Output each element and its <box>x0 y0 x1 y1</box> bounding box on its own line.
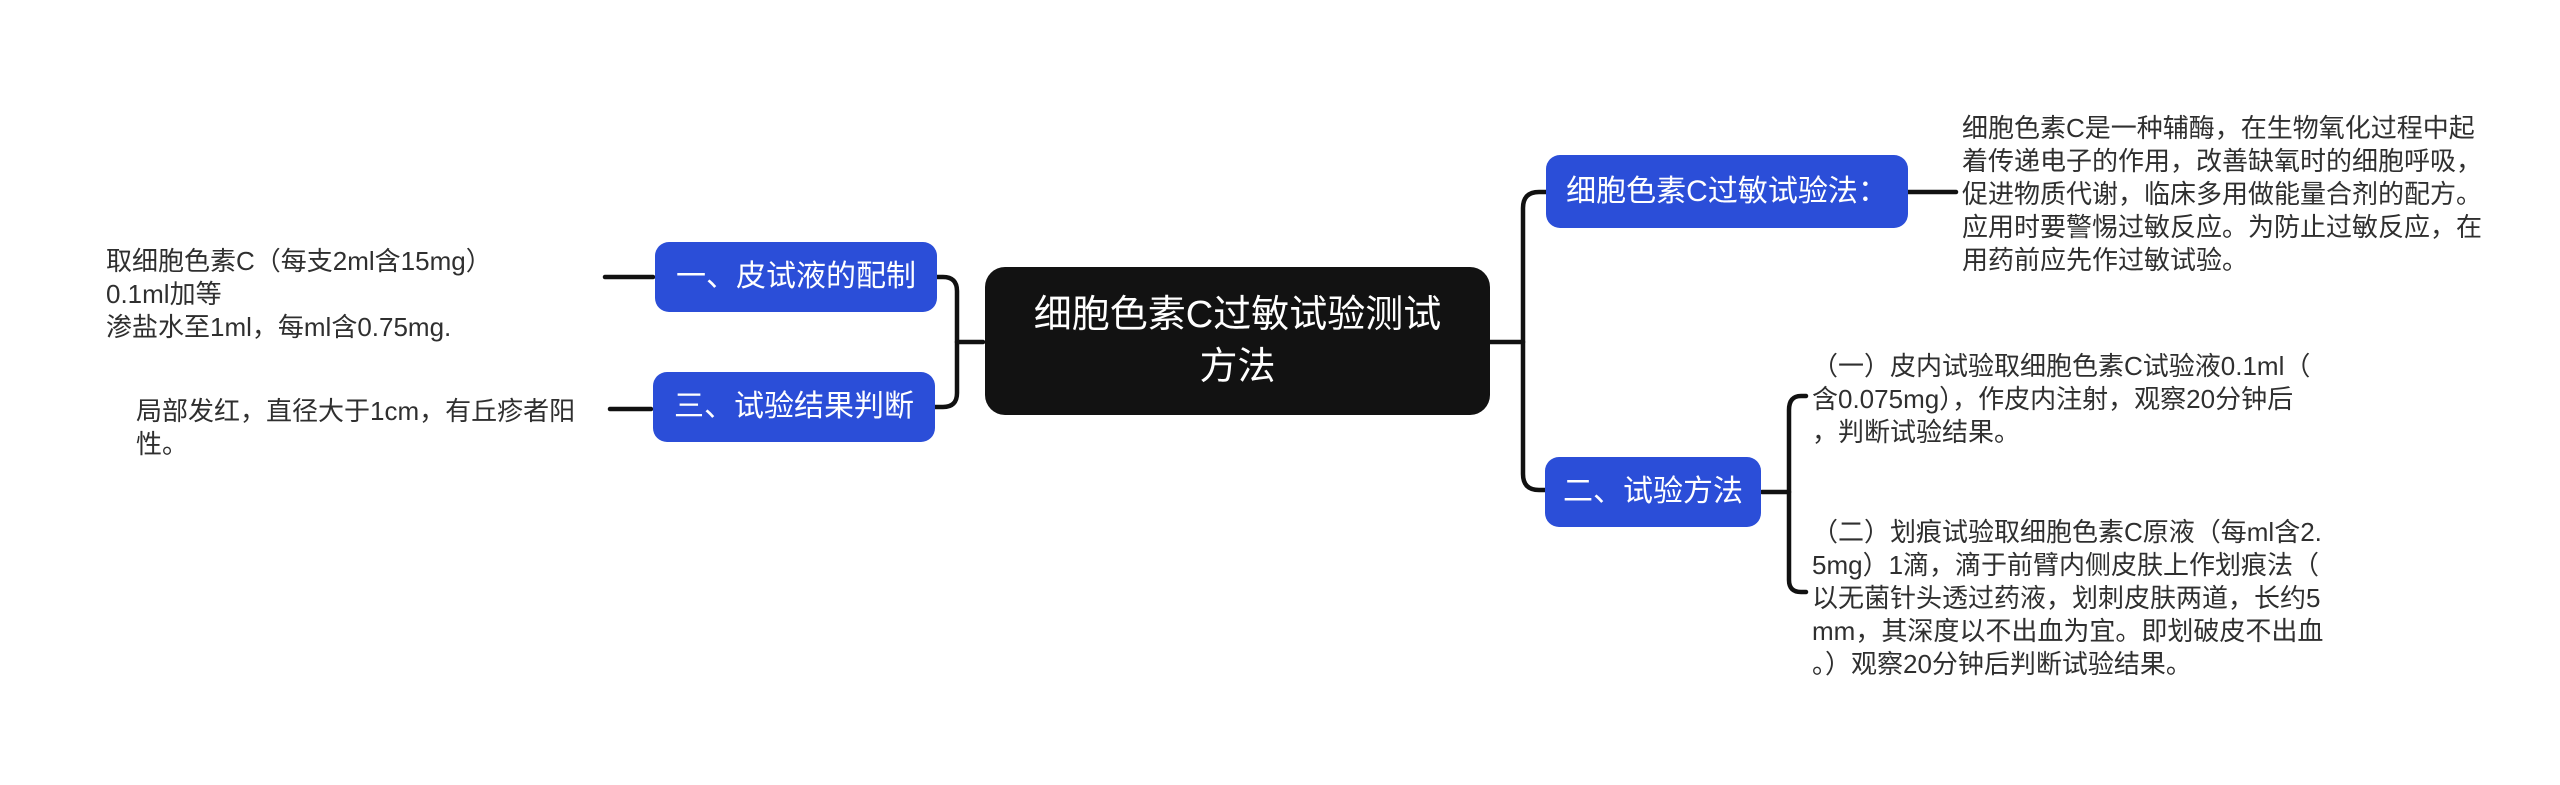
note-cytochrome-c-description[interactable]: 细胞色素C是一种辅酶，在生物氧化过程中起 着传递电子的作用，改善缺氧时的细胞呼吸… <box>1962 113 2483 275</box>
branch-node-skin-test-preparation[interactable]: 一、皮试液的配制 <box>655 242 937 312</box>
note-scratch-test[interactable]: （二）划痕试验取细胞色素C原液（每ml含2. 5mg）1滴，滴于前臂内侧皮肤上作… <box>1812 517 2324 679</box>
connector-methods-bracket <box>1786 393 1809 595</box>
branch-node-allergy-test-intro[interactable]: 细胞色素C过敏试验法： <box>1546 155 1908 228</box>
root-topic-title: 细胞色素C过敏试验测试方法 <box>1033 294 1442 388</box>
root-topic-node[interactable]: 细胞色素C过敏试验测试方法 <box>985 267 1490 415</box>
note-result-positive-criteria[interactable]: 局部发红，直径大于1cm，有丘疹者阳性。 <box>136 396 576 459</box>
note-skin-test-solution[interactable]: 取细胞色素C（每支2ml含15mg）0.1ml加等 渗盐水至1ml，每ml含0.… <box>106 246 492 342</box>
branch-node-result-judgment[interactable]: 三、试验结果判断 <box>653 372 935 442</box>
branch-node-test-methods[interactable]: 二、试验方法 <box>1545 457 1761 527</box>
connector-right-bracket <box>1520 189 1549 493</box>
note-intradermal-test[interactable]: （一）皮内试验取细胞色素C试验液0.1ml（ 含0.075mg），作皮内注射，观… <box>1812 351 2311 447</box>
